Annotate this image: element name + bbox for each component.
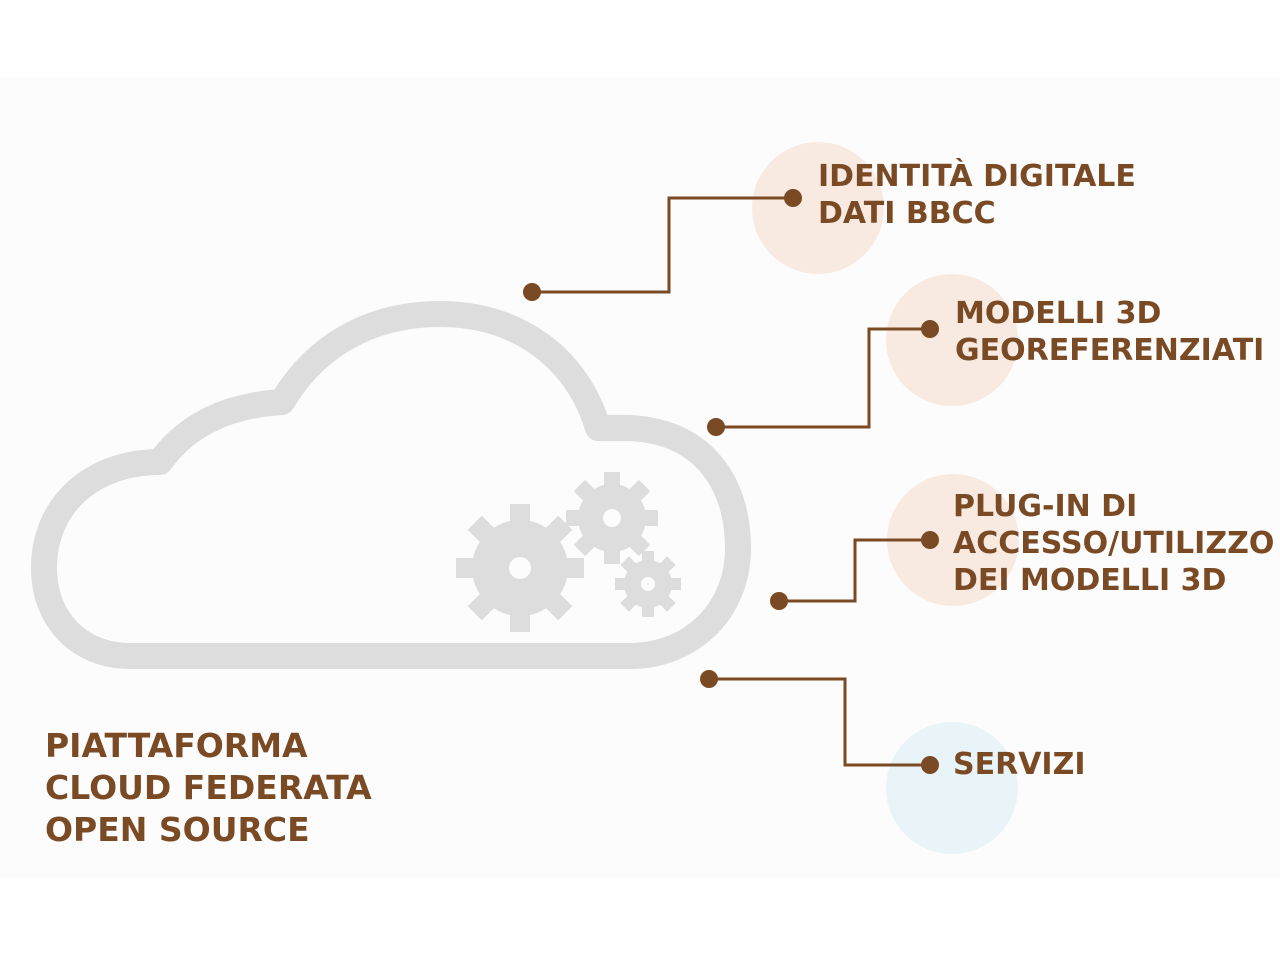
node-dot	[770, 592, 788, 610]
platform-title-line: PIATTAFORMA	[45, 726, 308, 765]
bubble-identita	[752, 142, 884, 274]
platform-title: PIATTAFORMA CLOUD FEDERATA OPEN SOURCE	[45, 725, 372, 851]
platform-title-line: CLOUD FEDERATA	[45, 768, 372, 807]
bubble-servizi	[886, 722, 1018, 854]
small-gear-icon	[615, 551, 681, 617]
label-modelli-3d: MODELLI 3D GEOREFERENZIATI	[955, 296, 1265, 368]
node-dot	[707, 418, 725, 436]
connector-servizi	[709, 677, 930, 767]
connector-identita	[532, 196, 793, 294]
gears-icon	[456, 472, 681, 632]
connector-modelli	[716, 327, 930, 429]
bubble-modelli	[886, 274, 1018, 406]
label-plugin-accesso: PLUG-IN DI ACCESSO/UTILIZZO DEI MODELLI …	[953, 489, 1275, 598]
node-dot	[700, 670, 718, 688]
connector-plugin	[779, 538, 930, 603]
large-gear-icon	[456, 504, 584, 632]
node-dot	[784, 189, 802, 207]
label-servizi: SERVIZI	[953, 747, 1086, 782]
node-dot	[921, 756, 939, 774]
background-panel	[0, 78, 1280, 878]
node-dot	[921, 320, 939, 338]
label-identita-digitale: IDENTITÀ DIGITALE DATI BBCC	[818, 159, 1136, 231]
node-dot	[523, 283, 541, 301]
bubble-plugin	[887, 474, 1019, 606]
cloud-icon	[31, 301, 751, 669]
node-dot	[921, 531, 939, 549]
platform-title-line: OPEN SOURCE	[45, 810, 310, 849]
medium-gear-icon	[566, 472, 658, 564]
